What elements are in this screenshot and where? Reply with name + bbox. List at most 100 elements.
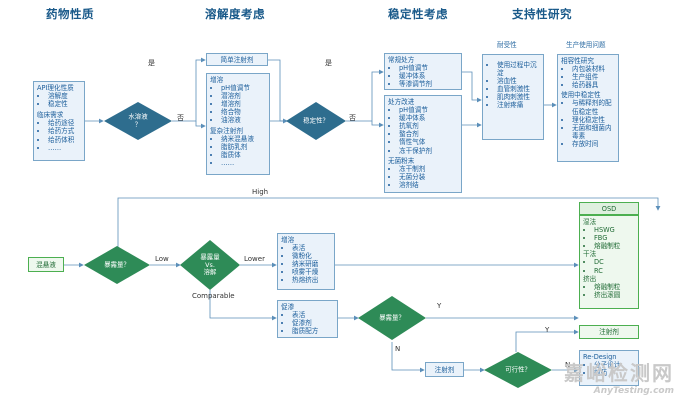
permeation-list: 表活 促渗剂 脂质配方 (281, 311, 334, 335)
in-use-stability-title: 使用中稳定性 (561, 91, 601, 100)
y-label-2: Y (545, 326, 550, 334)
injection-box-small: 注射剂 (425, 362, 464, 377)
list-item: 脂肪乳剂 (221, 143, 266, 151)
high-label: High (252, 188, 269, 196)
list-item: 增溶剂 (221, 100, 266, 108)
list-item: 潜溶剂 (221, 92, 266, 100)
in-use-header: 生产使用问题 (566, 41, 606, 49)
watermark-en: AnyTesting.com (593, 386, 674, 396)
list-item: 生产组件 (572, 73, 615, 81)
compat-box: 使用过程中沉淀 溶血性 血管刺激性 肌肉刺激性 注射疼痛 (482, 54, 544, 140)
permeation-box: 促渗 表活 促渗剂 脂质配方 (277, 300, 338, 338)
list-item: …… (48, 144, 81, 152)
no-label-1: 否 (177, 114, 184, 122)
clinical-list: 给药途径 给药方式 给药体积 …… (37, 119, 81, 151)
compat-header: 耐受性 (497, 41, 517, 49)
wet-title: 湿法 (583, 218, 597, 226)
list-item: 肌肉刺激性 (497, 93, 540, 101)
dry-list: DC RC (583, 258, 635, 274)
container-list: 内包装材料 生产组件 给药器具 (561, 65, 615, 89)
list-item: 油溶液 (221, 116, 266, 124)
list-item: 给药体积 (48, 136, 81, 144)
solubilize-title: 增溶 (210, 76, 224, 84)
api-properties-box: API理化性质 溶解度 稳定性 临床需求 给药途径 给药方式 给药体积 …… (33, 81, 85, 161)
osd-box: 湿法 HSWG FBG 熔融制粒 干法 DC RC 挤出 熔融制粒 挤出滚圆 (579, 215, 639, 309)
list-item: 表活 (292, 311, 334, 319)
list-item: 表活 (292, 244, 331, 252)
list-item: HSWG (594, 226, 635, 234)
low-label: Low (155, 255, 169, 263)
list-item: 惰性气体 (399, 138, 458, 146)
solubilize-list: pH值调节 潜溶剂 增溶剂 络合物 油溶液 (210, 84, 266, 124)
decision-water-soluble (104, 102, 172, 140)
api-title: API理化性质 (37, 84, 74, 92)
wet-list: HSWG FBG 熔融制粒 (583, 226, 635, 250)
list-item: 促渗剂 (292, 319, 334, 327)
solubilize2-box: 增溶 表活 微粉化 纳米研磨 喷雾干燥 热熔挤出 (277, 233, 335, 290)
list-item: 与稀释剂的配伍稳定性 (572, 99, 615, 115)
decision-dose2 (358, 296, 426, 340)
decision-dose-vs-solubility (180, 240, 240, 290)
comparable-label: Comparable (192, 292, 235, 300)
complex-injection-title: 复杂注射剂 (210, 126, 243, 135)
simple-injection-box: 简单注射剂 (206, 53, 268, 66)
list-item: 等渗调节剂 (399, 80, 458, 88)
list-item: 络合物 (221, 108, 266, 116)
decision-feasible-label: 可行性？ (505, 365, 531, 374)
container-title: 相容性研究 (561, 57, 594, 65)
list-item: 熔融制粒 (594, 242, 635, 250)
solubilize2-list: 表活 微粉化 纳米研磨 喷雾干燥 热熔挤出 (281, 244, 331, 284)
list-item: 内包装材料 (572, 65, 615, 73)
list-item: 冻干保护剂 (399, 147, 458, 155)
list-item: …… (221, 159, 266, 167)
list-item: FBG (594, 234, 635, 242)
list-item: 热熔挤出 (292, 276, 331, 284)
extrude-title: 挤出 (583, 274, 597, 283)
list-item: 挤出滚圆 (594, 291, 635, 299)
header-stability: 稳定性考虑 (388, 7, 448, 21)
yes-label-2: 是 (325, 59, 332, 67)
decision-dose-small (84, 246, 150, 284)
list-item: 溶解度 (48, 92, 81, 100)
sterile-powder-title: 无菌粉末 (388, 156, 415, 165)
conventional-formula-box: 常规处方 pH值调节 缓冲体系 等渗调节剂 (384, 53, 462, 90)
improved-formula-box: 处方改进 pH值调节 缓冲体系 抗氧剂 螯合剂 惰性气体 冻干保护剂 无菌粉末 … (384, 95, 462, 193)
list-item: 抗氧剂 (399, 122, 458, 130)
redesign-list: 分子设计 前药 (583, 361, 635, 377)
sterile-powder-list: 冻干制剂 无菌分装 溶剂结 (388, 165, 458, 189)
list-item: 给药方式 (48, 127, 81, 135)
header-supportive: 支持性研究 (512, 7, 572, 21)
redesign-title: Re-Design (583, 353, 617, 361)
header-drug-properties: 药物性质 (46, 7, 94, 21)
list-item: 缓冲体系 (399, 72, 458, 80)
list-item: 微粉化 (292, 252, 331, 260)
list-item: 纳米混悬液 (221, 135, 266, 143)
list-item: 给药器具 (572, 81, 615, 89)
list-item: 溶血性 (497, 77, 540, 85)
list-item: DC (594, 258, 635, 266)
list-item: 无菌分装 (399, 173, 458, 181)
decision-stable (286, 102, 346, 140)
list-item: 血管刺激性 (497, 85, 540, 93)
solubilize-box: 增溶 pH值调节 潜溶剂 增溶剂 络合物 油溶液 复杂注射剂 纳米混悬液 脂肪乳… (206, 73, 270, 175)
improved-title: 处方改进 (388, 98, 415, 106)
yes-label-1: 是 (148, 59, 155, 67)
list-item: 溶剂结 (399, 181, 458, 189)
decision-stable-label: 稳定性？ (303, 116, 329, 125)
list-item: 脂质体 (221, 151, 266, 159)
no-label-2: 否 (349, 114, 356, 122)
solubilize2-title: 增溶 (281, 236, 295, 244)
injection-box-right: 注射剂 (579, 325, 639, 339)
decision-water-soluble-label: 水溶液？ (128, 112, 148, 128)
list-item: 给药途径 (48, 119, 81, 127)
list-item: 纳米研磨 (292, 260, 331, 268)
list-item: 缓冲体系 (399, 114, 458, 122)
decision-feasible (484, 352, 552, 388)
clinical-title: 临床需求 (37, 111, 64, 120)
conventional-list: pH值调节 缓冲体系 等渗调节剂 (388, 64, 458, 88)
suspension-box: 混悬液 (28, 257, 64, 272)
permeation-title: 促渗 (281, 303, 295, 311)
